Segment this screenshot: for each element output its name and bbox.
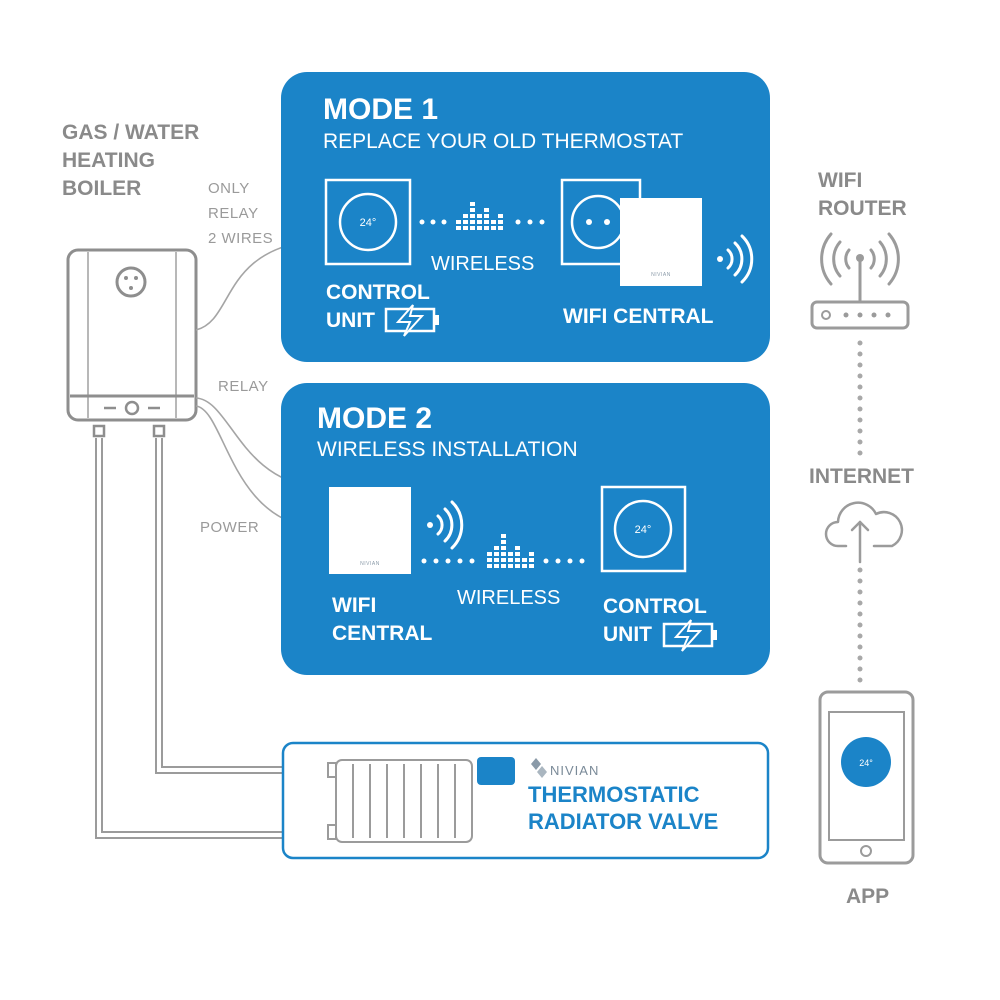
router-label-line1: WIFI [818, 169, 862, 192]
valve-head-icon [477, 757, 515, 785]
app: 24° APP [818, 690, 915, 908]
mode2-panel: MODE 2 WIRELESS INSTALLATION NIVIAN WIRE… [281, 383, 770, 675]
mode2-central-brand: NIVIAN [360, 561, 380, 567]
router: WIFI ROUTER [810, 169, 910, 330]
router-box-icon [810, 300, 910, 330]
app-label: APP [846, 885, 889, 908]
mode2-subtitle: WIRELESS INSTALLATION [317, 438, 578, 461]
mode1-control-unit-line1: CONTROL [326, 281, 430, 304]
valve-label-line1: THERMOSTATIC [528, 782, 700, 807]
mode1-battery-icon [384, 304, 439, 337]
mode1-panel: MODE 1 REPLACE YOUR OLD THERMOSTAT 24° W… [281, 72, 770, 362]
mode1-subtitle: REPLACE YOUR OLD THERMOSTAT [323, 130, 683, 153]
router-internet-connection [857, 340, 863, 456]
router-signal-icon [820, 232, 900, 302]
router-label-line2: ROUTER [818, 197, 907, 220]
valve-brand: NIVIAN [550, 763, 599, 778]
app-temp: 24° [859, 758, 873, 768]
internet-label: INTERNET [809, 465, 914, 488]
wire-label-power: POWER [200, 519, 259, 536]
mode2-control-unit-line1: CONTROL [603, 595, 707, 618]
boiler-label-line3: BOILER [62, 177, 141, 200]
mode2-control-unit-icon: 24° [600, 485, 687, 573]
smartphone-icon: 24° [818, 690, 915, 865]
wire-label-two-wires: 2 WIRES [208, 230, 273, 247]
wire-label-relay: RELAY [218, 378, 269, 395]
mode1-control-unit-icon: 24° [324, 178, 412, 266]
mode1-wifi-central-label: WIFI CENTRAL [563, 305, 714, 328]
mode1-wireless-signal [419, 202, 545, 230]
mode2-wifi-central-line2: CENTRAL [332, 622, 432, 645]
mode2-title: MODE 2 [317, 402, 432, 435]
boiler-pipes [95, 438, 330, 839]
mode1-control-temp: 24° [360, 217, 377, 229]
valve-label-line2: RADIATOR VALVE [528, 809, 718, 834]
mode2-wifi-waves-icon [427, 500, 464, 550]
wire-label-only: ONLY [208, 180, 250, 197]
radiator-valve-box: NIVIAN THERMOSTATIC RADIATOR VALVE [281, 741, 770, 860]
mode1-wifi-central-icon: NIVIAN [620, 198, 702, 286]
mode1-central-brand: NIVIAN [651, 272, 671, 278]
mode1-wifi-waves-icon [717, 234, 754, 284]
wire-label-relay-line: RELAY [208, 205, 259, 222]
mode2-control-temp: 24° [635, 524, 652, 536]
boiler-label-line1: GAS / WATER [62, 121, 199, 144]
mode2-wireless-label: WIRELESS [457, 587, 560, 609]
boiler-icon [66, 248, 198, 438]
mode2-battery-icon [662, 619, 717, 652]
mode2-wifi-central-icon: NIVIAN [329, 487, 411, 574]
internet-app-connection [857, 567, 863, 683]
cloud-upload-icon [824, 501, 904, 564]
mode2-wireless-signal [421, 534, 585, 568]
mode1-wireless-label: WIRELESS [431, 253, 534, 275]
internet: INTERNET [809, 465, 914, 564]
mode1-control-unit-line2: UNIT [326, 309, 375, 332]
mode2-wifi-central-line1: WIFI [332, 594, 376, 617]
boiler-label-line2: HEATING [62, 149, 155, 172]
radiator-icon [327, 759, 473, 843]
mode2-control-unit-line2: UNIT [603, 623, 652, 646]
mode1-title: MODE 1 [323, 93, 438, 126]
boiler: GAS / WATER HEATING BOILER [62, 121, 330, 839]
nivian-logo-icon [531, 758, 547, 778]
